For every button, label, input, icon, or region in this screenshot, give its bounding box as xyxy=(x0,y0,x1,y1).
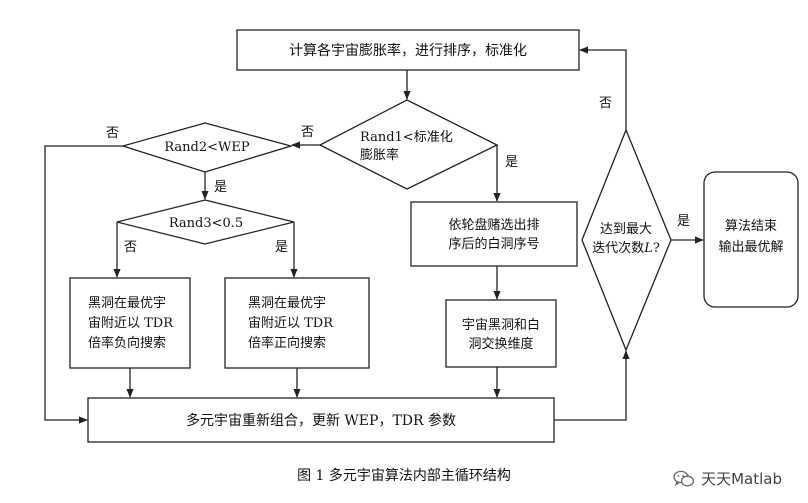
edge-label-max-iteration-no: 否 xyxy=(599,96,612,111)
max-iteration-decision xyxy=(581,128,672,352)
edge-label-rand2-yes: 是 xyxy=(214,180,227,195)
roulette-label-line1: 依轮盘赌选出排 xyxy=(448,217,539,233)
positive-search-line1: 黑洞在最优宇 xyxy=(248,296,326,311)
arrow-max-iteration-no-to-compute xyxy=(579,46,627,130)
edge-label-rand3-no: 否 xyxy=(124,240,137,255)
recombine-label: 多元宇宙重新组合，更新 WEP，TDR 参数 xyxy=(186,412,456,429)
rand3-label: Rand3<0.5 xyxy=(169,216,243,231)
end-label-line1: 算法结束 xyxy=(725,219,777,234)
compute-rate-label: 计算各宇宙膨胀率，进行排序，标准化 xyxy=(289,42,527,59)
recombine-box xyxy=(87,397,555,443)
rand1-label-line2: 膨胀率 xyxy=(360,147,399,163)
edge-label-rand3-yes: 是 xyxy=(275,240,288,255)
rand3-decision xyxy=(116,199,295,245)
edge-label-max-iteration-yes: 是 xyxy=(677,214,690,229)
negative-search-box xyxy=(69,277,191,369)
figure-caption: 图 1 多元宇宙算法内部主循环结构 xyxy=(297,467,511,484)
wechat-icon xyxy=(673,470,695,486)
end-label-line2: 输出最优解 xyxy=(718,239,783,255)
edge-label-rand2-no: 否 xyxy=(106,126,119,141)
exchange-label-line2: 洞交换维度 xyxy=(468,336,533,352)
watermark: 天天Matlab xyxy=(673,468,782,489)
negative-search-line1: 黑洞在最优宇 xyxy=(88,296,166,311)
rand2-label: Rand2<WEP xyxy=(164,140,250,155)
compute-rate-box xyxy=(236,29,580,71)
exchange-box xyxy=(445,299,557,368)
positive-search-box xyxy=(224,277,370,369)
negative-search-line3: 倍率负向搜索 xyxy=(88,335,166,351)
positive-search-line3: 倍率正向搜索 xyxy=(248,335,326,351)
positive-search-line2: 宙附近以 TDR xyxy=(248,316,334,331)
edge-label-rand1-yes: 是 xyxy=(505,155,518,170)
rand1-decision xyxy=(318,99,499,190)
exchange-label-line1: 宇宙黑洞和白 xyxy=(462,317,540,333)
arrow-rand2-no-to-recombine xyxy=(44,145,123,424)
max-iteration-line1: 达到最大 xyxy=(600,222,652,237)
rand1-label-line1: Rand1<标准化 xyxy=(360,130,453,145)
end-box xyxy=(703,171,799,308)
roulette-box xyxy=(410,201,578,267)
max-iteration-line2: 迭代次数L? xyxy=(592,240,660,256)
edge-label-rand1-no: 否 xyxy=(301,125,314,140)
watermark-text: 天天Matlab xyxy=(701,470,782,488)
arrow-recombine-to-max-iteration xyxy=(554,350,630,421)
negative-search-line2: 宙附近以 TDR xyxy=(88,316,174,331)
roulette-label-line2: 序后的白洞序号 xyxy=(448,236,539,252)
